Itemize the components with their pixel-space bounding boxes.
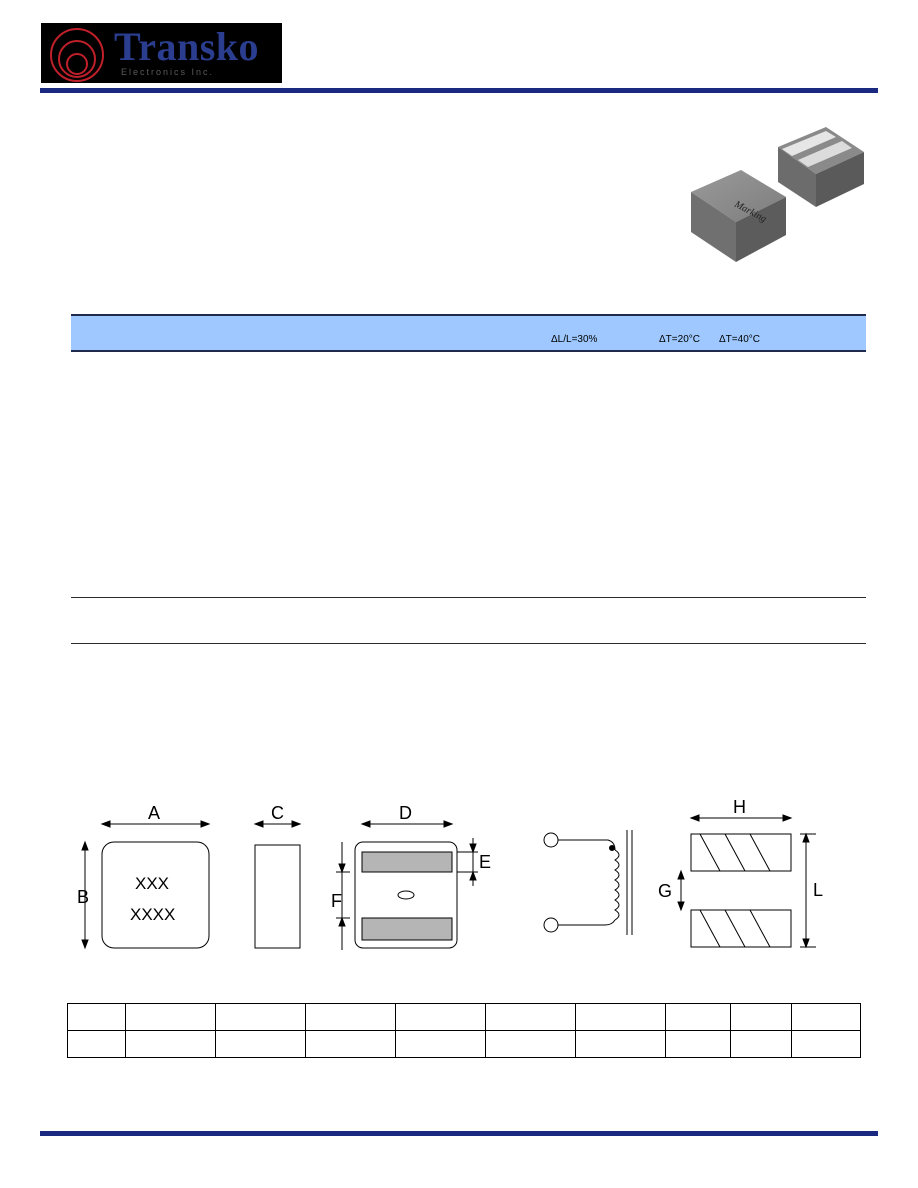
dim-label-d: D: [399, 803, 412, 823]
table-cell: [665, 1030, 731, 1058]
dim-label-f: F: [331, 891, 342, 911]
table-cell: [125, 1003, 216, 1031]
company-logo: Transko Electronics Inc.: [41, 23, 282, 83]
table-cell: [305, 1003, 396, 1031]
table-cell: [665, 1003, 731, 1031]
table-row: [67, 1003, 861, 1031]
logo-rings-icon: [50, 28, 104, 82]
table-cell: [305, 1030, 396, 1058]
dimension-drawing: A B C D E F G H L XXX XXXX: [77, 797, 823, 950]
logo-subtitle: Electronics Inc.: [121, 67, 215, 77]
table-cell: [215, 1030, 306, 1058]
table-cell: [730, 1030, 792, 1058]
logo-wordmark: Transko: [114, 24, 260, 69]
dim-label-g: G: [658, 881, 672, 901]
dim-label-b: B: [77, 887, 89, 907]
dim-label-e: E: [479, 852, 491, 872]
marking-line-1: XXX: [135, 874, 169, 893]
table-cell: [791, 1003, 861, 1031]
dimension-table: [67, 1003, 861, 1058]
table-cell: [485, 1030, 576, 1058]
temp-rise-40-label: ΔT=40°C: [719, 334, 760, 345]
table-cell: [575, 1030, 666, 1058]
footer-rule: [40, 1131, 878, 1136]
table-cell: [67, 1030, 126, 1058]
inductance-drop-label: ΔL/L=30%: [551, 334, 598, 345]
table-row: [67, 1030, 861, 1058]
table-cell: [730, 1003, 792, 1031]
spec-table-header: ΔL/L=30% ΔT=20°C ΔT=40°C: [71, 314, 866, 352]
table-cell: [215, 1003, 306, 1031]
marking-line-2: XXXX: [130, 905, 175, 924]
table-cell: [395, 1030, 486, 1058]
dim-label-c: C: [271, 803, 284, 823]
table-cell: [485, 1003, 576, 1031]
section-divider: [71, 643, 866, 644]
dim-label-l: L: [813, 880, 823, 900]
header-rule: [40, 88, 878, 93]
table-cell: [791, 1030, 861, 1058]
table-cell: [395, 1003, 486, 1031]
product-photo: Marking: [691, 127, 864, 262]
temp-rise-20-label: ΔT=20°C: [659, 334, 700, 345]
section-divider: [71, 597, 866, 598]
table-cell: [125, 1030, 216, 1058]
dim-label-h: H: [733, 797, 746, 817]
table-cell: [67, 1003, 126, 1031]
dim-label-a: A: [148, 803, 160, 823]
table-cell: [575, 1003, 666, 1031]
